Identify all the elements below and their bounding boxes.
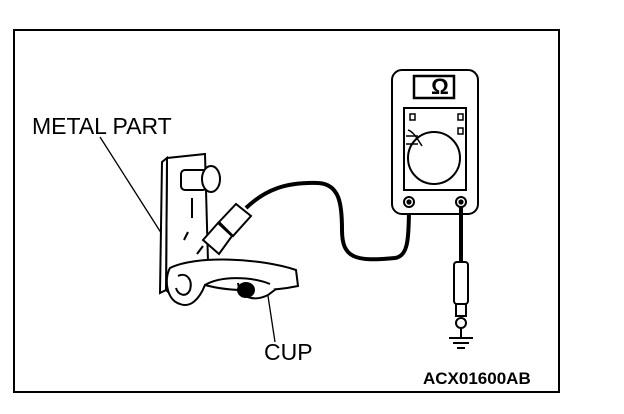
test-lead-wire bbox=[244, 180, 411, 262]
cup-leader bbox=[267, 295, 276, 343]
probe-left bbox=[196, 202, 253, 256]
probe-right bbox=[453, 206, 469, 329]
figure-code: ACX01600AB bbox=[423, 369, 531, 388]
ground-icon bbox=[449, 328, 473, 349]
cup-label: CUP bbox=[264, 339, 313, 365]
metal-part-label: METAL PART bbox=[32, 113, 172, 139]
ohmmeter bbox=[391, 69, 479, 215]
cup-part bbox=[165, 258, 300, 306]
ohm-symbol: Ω bbox=[431, 74, 449, 99]
figure-border bbox=[13, 29, 560, 393]
